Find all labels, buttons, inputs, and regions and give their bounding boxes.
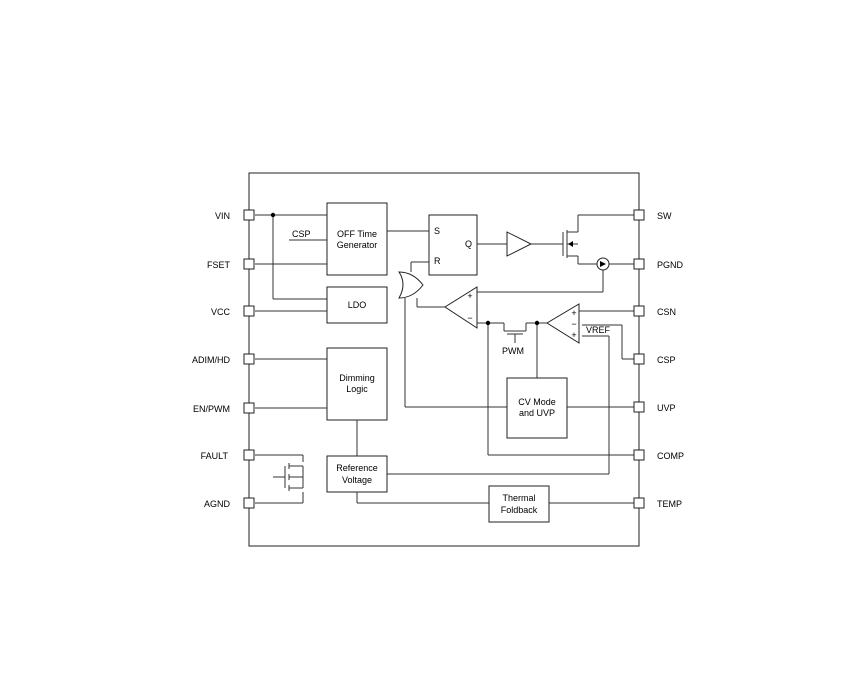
block-reference-voltage: Reference Voltage bbox=[326, 455, 388, 493]
block-cv-mode-uvp: CV Mode and UVP bbox=[506, 377, 568, 439]
pin-square bbox=[633, 258, 645, 270]
latch-q-label: Q bbox=[465, 239, 472, 249]
vref-label: VREF bbox=[586, 325, 611, 335]
pin-square bbox=[633, 449, 645, 461]
pin-label-vcc: VCC bbox=[211, 307, 231, 317]
pin-label-csp: CSP bbox=[657, 355, 676, 365]
pin-label-en-pwm: EN/PWM bbox=[193, 404, 230, 414]
block-sr-latch: S R Q bbox=[428, 214, 478, 276]
dimming-label-1: Dimming bbox=[339, 373, 375, 383]
block-thermal-foldback: Thermal Foldback bbox=[488, 485, 550, 523]
comparator-minus-label: − bbox=[467, 313, 472, 323]
pin-square bbox=[633, 401, 645, 413]
latch-r-label: R bbox=[434, 256, 441, 266]
pin-square bbox=[243, 209, 255, 221]
pin-square bbox=[633, 305, 645, 317]
block-ldo: LDO bbox=[326, 286, 388, 324]
pwm-label: PWM bbox=[502, 346, 524, 356]
gate-driver-buffer bbox=[506, 231, 533, 257]
pin-label-pgnd: PGND bbox=[657, 260, 684, 270]
cv-label-2: and UVP bbox=[519, 408, 555, 418]
current-sense-symbol bbox=[596, 257, 610, 271]
power-mosfet-symbol bbox=[562, 230, 578, 258]
right-pins: SW PGND CSN CSP UVP COMP TEMP bbox=[633, 209, 684, 509]
amp-minus-label: − bbox=[571, 319, 576, 329]
pin-label-fset: FSET bbox=[207, 260, 231, 270]
reference-label-1: Reference bbox=[336, 463, 378, 473]
off-time-label-1: OFF Time bbox=[337, 229, 377, 239]
comparator-plus-label: + bbox=[467, 291, 472, 301]
pin-square bbox=[243, 305, 255, 317]
ldo-label: LDO bbox=[348, 300, 367, 310]
pin-label-uvp: UVP bbox=[657, 403, 676, 413]
block-off-time-generator: OFF Time Generator bbox=[326, 202, 388, 276]
pin-square bbox=[633, 353, 645, 365]
pin-square bbox=[243, 353, 255, 365]
pin-label-fault: FAULT bbox=[201, 451, 229, 461]
latch-s-label: S bbox=[434, 226, 440, 236]
dimming-label-2: Logic bbox=[346, 384, 368, 394]
csp-internal-label: CSP bbox=[292, 229, 311, 239]
pin-label-agnd: AGND bbox=[204, 499, 231, 509]
junction-dot bbox=[270, 212, 276, 218]
current-comparator: + − bbox=[444, 286, 478, 329]
pin-square bbox=[243, 402, 255, 414]
pin-label-sw: SW bbox=[657, 211, 672, 221]
reference-label-2: Voltage bbox=[342, 475, 372, 485]
pin-label-temp: TEMP bbox=[657, 499, 682, 509]
pin-square bbox=[243, 449, 255, 461]
pin-label-csn: CSN bbox=[657, 307, 676, 317]
pin-square bbox=[633, 209, 645, 221]
wires bbox=[255, 214, 634, 504]
pin-label-vin: VIN bbox=[215, 211, 230, 221]
error-amplifier: + − + bbox=[546, 303, 580, 344]
amp-plus-label-1: + bbox=[571, 308, 576, 318]
junction-dot bbox=[485, 320, 491, 326]
pin-label-adim: ADIM/HD bbox=[192, 355, 231, 365]
pin-square bbox=[243, 258, 255, 270]
pin-label-comp: COMP bbox=[657, 451, 684, 461]
thermal-label-1: Thermal bbox=[502, 493, 535, 503]
off-time-label-2: Generator bbox=[337, 240, 378, 250]
amp-plus-label-2: + bbox=[571, 330, 576, 340]
left-pins: VIN FSET VCC ADIM/HD EN/PWM FAULT AGND bbox=[192, 209, 255, 509]
junction-dot bbox=[534, 320, 540, 326]
cv-label-1: CV Mode bbox=[518, 397, 556, 407]
or-gate bbox=[398, 271, 424, 299]
block-dimming-logic: Dimming Logic bbox=[326, 347, 388, 421]
thermal-label-2: Foldback bbox=[501, 505, 538, 515]
pin-square bbox=[633, 497, 645, 509]
pin-square bbox=[243, 497, 255, 509]
